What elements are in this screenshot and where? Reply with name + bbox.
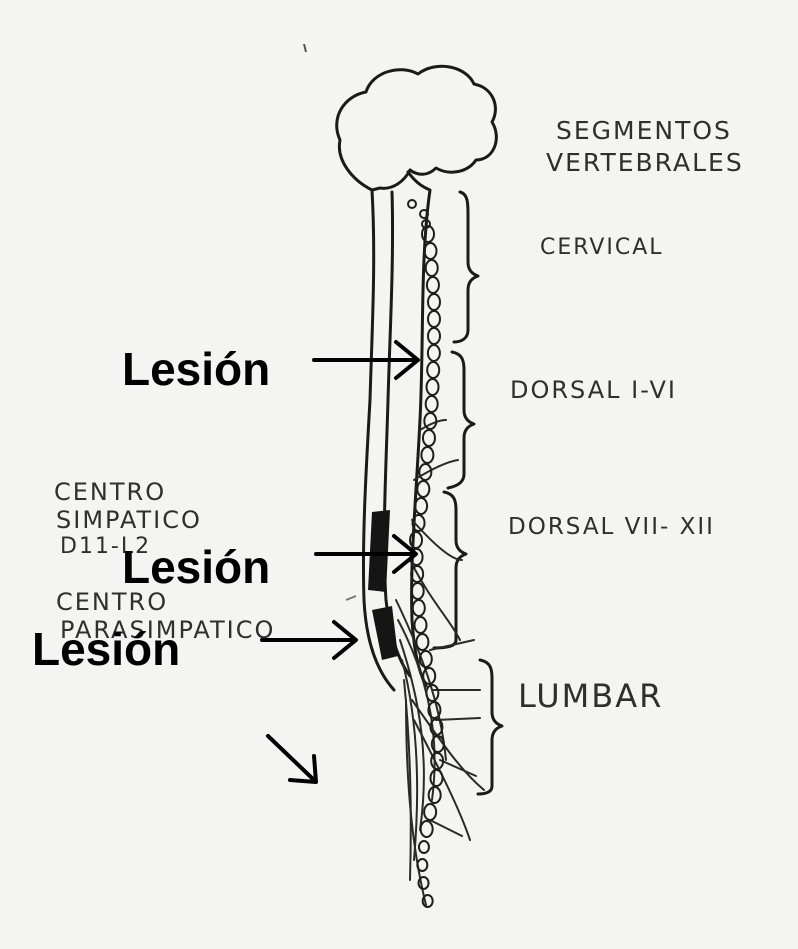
vertebra	[415, 498, 427, 514]
lesion-arrow-1	[314, 342, 418, 378]
vertebra	[417, 481, 429, 497]
parasympathetic-center-label-1: CENTRO	[56, 590, 168, 614]
vertebra	[416, 634, 428, 650]
cervical-bracket	[454, 192, 478, 342]
vertebra	[427, 379, 439, 395]
diagram-title-line-1: SEGMENTOS	[556, 118, 732, 143]
cauda-arrow	[268, 736, 316, 782]
lesion-arrow-2	[316, 536, 416, 572]
vertebra	[427, 277, 439, 293]
vertebra	[428, 294, 440, 310]
lesion-arrow-3	[262, 622, 356, 658]
vertebra	[412, 583, 424, 599]
region-label-dorsal-lower: DORSAL VII- XII	[508, 516, 715, 539]
sympathetic-center-block	[368, 510, 390, 592]
region-label-lumbar: LUMBAR	[518, 680, 663, 712]
vertebra	[428, 311, 440, 327]
vertebra	[427, 362, 439, 378]
lumbar-bracket	[478, 660, 502, 794]
region-label-cervical: CERVICAL	[540, 237, 664, 259]
vertebra	[426, 396, 438, 412]
vertebra	[419, 877, 429, 889]
lesion-label-1: Lesión	[122, 346, 270, 392]
vertebra	[419, 841, 429, 853]
lesion-label-2: Lesión	[122, 544, 270, 590]
vertebra	[424, 413, 436, 429]
vertebra	[429, 787, 441, 803]
dorsal-upper-bracket	[448, 352, 474, 488]
vertebra	[421, 447, 433, 463]
vertebra	[415, 617, 427, 633]
brain-outline	[337, 66, 497, 190]
sympathetic-center-label-2: SIMPATICO	[56, 508, 202, 532]
vertebra	[428, 328, 440, 344]
vertebra	[430, 770, 442, 786]
spinal-column-right-edge	[408, 172, 430, 686]
vertebra	[423, 430, 435, 446]
lesion-label-3: Lesión	[32, 626, 180, 672]
vertebra	[413, 600, 425, 616]
diagram-title-line-2: VERTEBRALES	[546, 150, 744, 175]
vertebra	[425, 243, 437, 259]
parasympathetic-center-block	[372, 606, 398, 660]
vertebra	[408, 200, 416, 208]
region-label-dorsal-upper: DORSAL I-VI	[510, 378, 677, 402]
vertebra	[424, 804, 436, 820]
vertebra	[417, 859, 427, 871]
vertebra	[421, 821, 433, 837]
sympathetic-center-label-1: CENTRO	[54, 480, 166, 504]
vertebra	[426, 260, 438, 276]
vertebra	[428, 345, 440, 361]
